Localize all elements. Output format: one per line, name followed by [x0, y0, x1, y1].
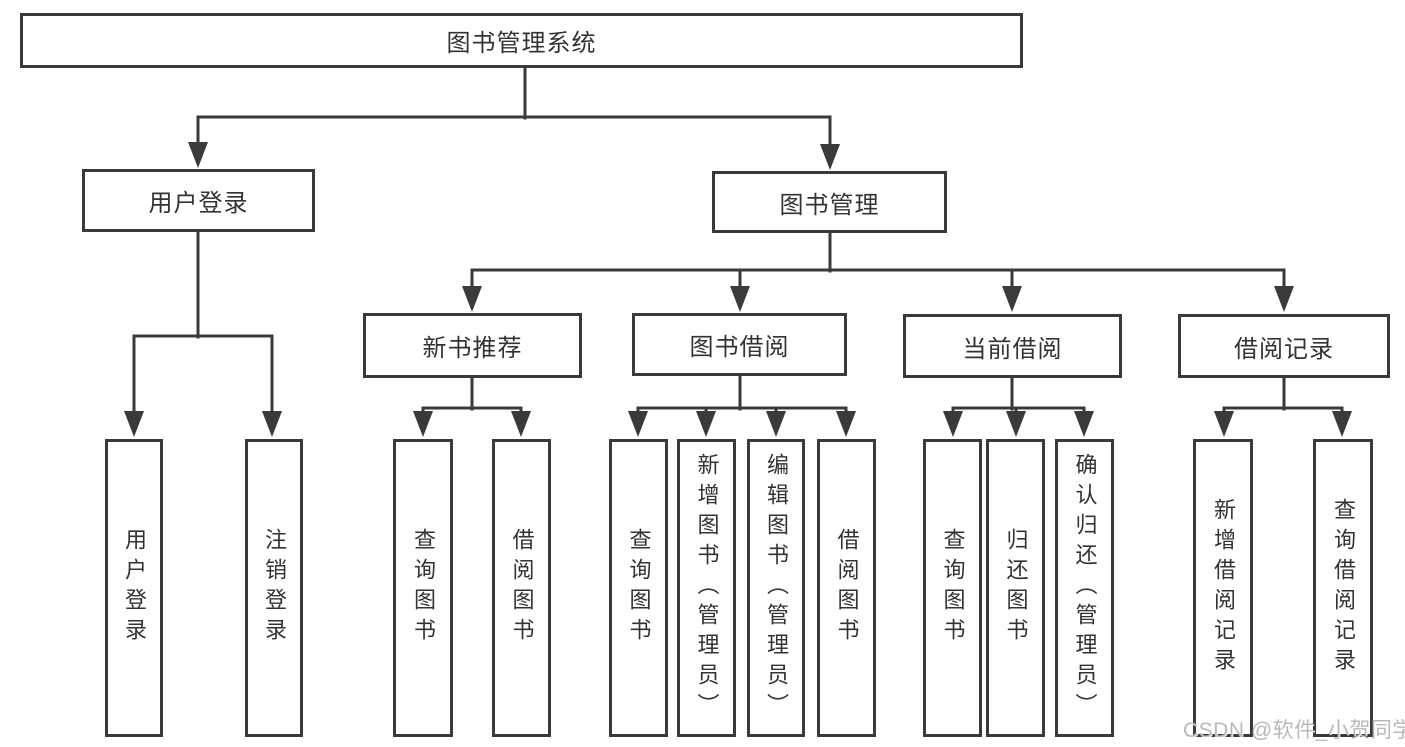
leaf-label: 查询图书: [626, 528, 652, 648]
leaf-query-books-recommend: 查询图书: [393, 439, 453, 737]
leaf-borrow-books: 借阅图书: [817, 439, 876, 737]
leaf-label: 确认归还（管理员）: [1072, 453, 1098, 723]
leaf-logout: 注销登录: [245, 439, 303, 737]
leaf-label: 新增借阅记录: [1211, 498, 1236, 678]
leaf-edit-books-admin: 编辑图书（管理员）: [747, 439, 805, 737]
leaf-query-borrow-record: 查询借阅记录: [1313, 439, 1373, 737]
leaf-add-books-admin: 新增图书（管理员）: [677, 439, 736, 737]
leaf-confirm-return-admin: 确认归还（管理员）: [1055, 439, 1114, 737]
node-label: 用户登录: [148, 190, 249, 217]
leaf-label: 借阅图书: [509, 528, 535, 648]
node-current-borrowing: 当前借阅: [903, 314, 1122, 378]
leaf-label: 查询借阅记录: [1331, 498, 1356, 678]
node-label: 新书推荐: [422, 335, 523, 362]
leaf-label: 借阅图书: [834, 528, 860, 648]
leaf-label: 查询图书: [411, 528, 436, 648]
leaf-label: 编辑图书（管理员）: [764, 453, 789, 723]
leaf-user-login: 用户登录: [105, 439, 163, 737]
node-book-management: 图书管理: [712, 171, 947, 233]
leaf-add-borrow-record: 新增借阅记录: [1193, 439, 1253, 737]
csdn-watermark: CSDN @软件_小贺同学: [1183, 719, 1405, 742]
node-book-borrowing: 图书借阅: [632, 313, 847, 376]
leaf-label: 归还图书: [1003, 528, 1029, 648]
node-label: 图书管理系统: [446, 30, 597, 57]
node-user-login: 用户登录: [82, 169, 315, 232]
leaf-label: 注销登录: [262, 528, 287, 648]
node-label: 图书借阅: [689, 334, 790, 361]
leaf-query-books-current: 查询图书: [923, 439, 982, 737]
leaf-label: 查询图书: [940, 528, 966, 648]
node-new-book-recommend: 新书推荐: [363, 313, 582, 378]
leaf-return-books: 归还图书: [986, 439, 1045, 737]
leaf-label: 用户登录: [122, 528, 147, 648]
node-label: 图书管理: [779, 191, 880, 219]
leaf-query-books-borrowing: 查询图书: [609, 439, 668, 737]
node-label: 借阅记录: [1234, 335, 1334, 363]
node-label: 当前借阅: [962, 335, 1063, 363]
node-library-system: 图书管理系统: [20, 13, 1023, 68]
leaf-borrow-books-recommend: 借阅图书: [492, 439, 551, 737]
leaf-label: 新增图书（管理员）: [694, 453, 720, 723]
node-borrowing-records: 借阅记录: [1178, 314, 1390, 378]
